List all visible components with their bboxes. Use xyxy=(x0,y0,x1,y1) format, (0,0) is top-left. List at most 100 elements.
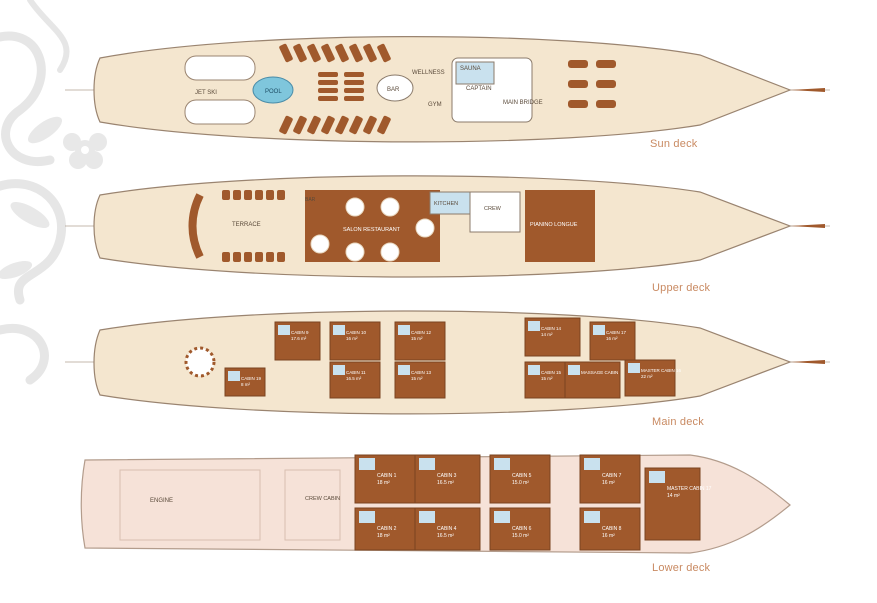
terrace-chair xyxy=(255,252,263,262)
terrace-chair xyxy=(266,252,274,262)
sun-chair xyxy=(318,88,338,93)
main-cabin-bathroom xyxy=(228,371,240,381)
terrace-bench xyxy=(188,193,204,259)
lower-cabin-name: CABIN 6 xyxy=(512,526,532,532)
lower-cabin: CABIN 316.5 m² xyxy=(414,454,481,504)
upper-label-crew: CREW xyxy=(484,206,502,212)
bowsprit xyxy=(790,224,825,228)
lower-cabin-bathroom xyxy=(584,511,600,523)
main-cabin-name: CABIN 17 xyxy=(606,330,627,335)
sun-lounger xyxy=(293,115,307,135)
main-cabin-bathroom xyxy=(278,325,290,335)
jet-ski-boat-bottom xyxy=(184,99,256,125)
main-cabin-bathroom xyxy=(398,365,410,375)
sun-chair xyxy=(344,80,364,85)
piano-lounge-floor xyxy=(525,190,595,262)
sun-bed xyxy=(568,60,588,68)
lower-cabin-area: 16 m² xyxy=(602,533,615,539)
crew-cabin-room xyxy=(284,469,341,541)
sun-deck-plan: JET SKI POOL BAR WELLNESS GYM SAUNA CAPT… xyxy=(65,36,830,143)
sun-lounger xyxy=(279,43,293,63)
sun-lounger xyxy=(377,115,391,135)
deck-title-main: Main deck xyxy=(652,416,704,428)
lower-cabin-name: CABIN 7 xyxy=(602,473,622,479)
main-cabin-bathroom xyxy=(568,365,580,375)
pool-shape xyxy=(252,76,294,104)
sun-label-pool: POOL xyxy=(265,89,282,95)
salon-round-table xyxy=(380,242,400,262)
lower-cabin-floor xyxy=(414,454,481,504)
sun-lounger xyxy=(377,43,391,63)
sun-bed xyxy=(568,80,588,88)
salon-round-table xyxy=(345,197,365,217)
sun-chair xyxy=(344,72,364,77)
sun-label-wellness: WELLNESS xyxy=(412,70,445,76)
main-cabin-name: CABIN 13 xyxy=(411,370,432,375)
terrace-chair xyxy=(277,252,285,262)
sun-lounger xyxy=(293,43,307,63)
sun-bed xyxy=(596,80,616,88)
lower-cabin-name: CABIN 5 xyxy=(512,473,532,479)
lower-cabin: CABIN 716 m² xyxy=(579,454,641,504)
lower-label-crew-cabin: CREW CABIN xyxy=(305,496,340,502)
main-cabin-bathroom xyxy=(593,325,605,335)
floral-ornament xyxy=(0,0,70,385)
upper-label-kitchen: KITCHEN xyxy=(434,201,458,207)
main-cabin-floor xyxy=(329,321,381,361)
deck-title-lower: Lower deck xyxy=(652,562,711,574)
lower-cabin-name: CABIN 8 xyxy=(602,526,622,532)
sun-label-captain: CAPTAIN xyxy=(466,86,492,92)
lower-cabin-area: 15.0 m² xyxy=(512,533,529,539)
upper-label-piano: PIANINO LONGUE xyxy=(530,222,578,228)
sun-bed xyxy=(596,60,616,68)
lower-cabin-name: MASTER CABIN 17 xyxy=(667,486,712,492)
lower-cabin: CABIN 515.0 m² xyxy=(489,454,551,504)
sun-bed xyxy=(596,100,616,108)
sun-lounger xyxy=(349,115,363,135)
lower-cabin: CABIN 118 m² xyxy=(354,454,416,504)
salon-round-table xyxy=(345,242,365,262)
deck-title-sun: Sun deck xyxy=(650,138,698,150)
main-cabin-name: CABIN 10 xyxy=(346,330,367,335)
crew-room xyxy=(469,191,521,233)
lower-cabin-bathroom xyxy=(494,458,510,470)
sun-label-bar: BAR xyxy=(387,87,400,93)
main-cabin: CABIN 917.6 m² xyxy=(274,321,321,361)
lower-cabin: CABIN 615.0 m² xyxy=(489,507,551,551)
lower-cabin-bathroom xyxy=(494,511,510,523)
main-cabin-bathroom xyxy=(528,365,540,375)
main-cabin-area: 15 m² xyxy=(541,376,553,381)
sun-chair xyxy=(318,72,338,77)
lower-cabin: CABIN 416.5 m² xyxy=(414,507,481,551)
main-cabin-name: CABIN 12 xyxy=(411,330,432,335)
upper-label-salon: SALON RESTAURANT xyxy=(343,227,401,233)
sun-lounger xyxy=(321,115,335,135)
terrace-chair xyxy=(255,190,263,200)
lower-cabin-area: 16.5 m² xyxy=(437,480,454,486)
sun-lounger xyxy=(363,43,377,63)
lower-cabin: CABIN 816 m² xyxy=(579,507,641,551)
main-cabin-area: 17.6 m² xyxy=(291,336,307,341)
salon-round-table xyxy=(380,197,400,217)
engine-room xyxy=(119,469,261,541)
lower-cabin-area: 14 m² xyxy=(667,493,680,499)
sun-chair xyxy=(318,80,338,85)
main-cabin-area: 8 m² xyxy=(241,382,251,387)
lower-cabin-area: 16 m² xyxy=(602,480,615,486)
terrace-seating xyxy=(188,190,285,262)
lower-cabin-area: 16.5 m² xyxy=(437,533,454,539)
terrace-chair xyxy=(244,252,252,262)
main-cabin-area: 16 m² xyxy=(346,336,358,341)
main-cabin-bathroom xyxy=(398,325,410,335)
sun-label-jet-ski: JET SKI xyxy=(195,90,217,96)
sun-chair xyxy=(318,96,338,101)
main-cabin-bathroom xyxy=(628,363,640,373)
